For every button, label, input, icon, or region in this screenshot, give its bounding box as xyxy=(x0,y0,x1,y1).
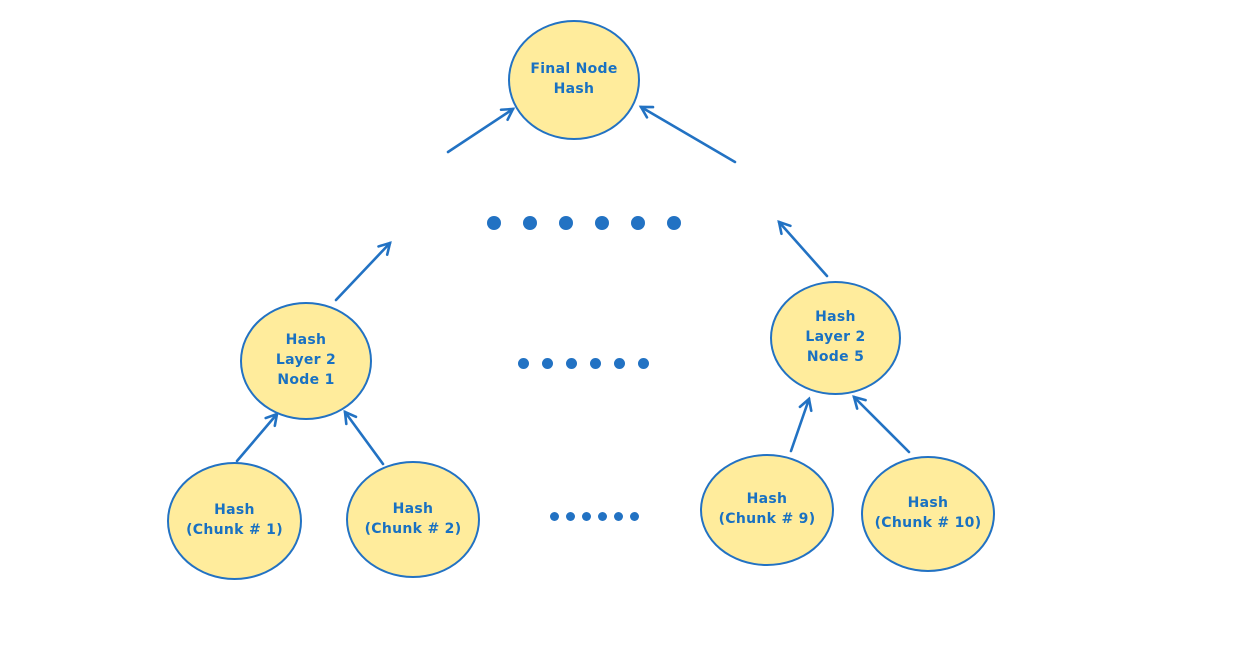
node-hash-chunk-1-label: Hash (Chunk # 1) xyxy=(186,502,283,538)
ellipsis-dot xyxy=(559,216,573,230)
ellipsis-dot xyxy=(566,512,575,521)
ellipsis-dot xyxy=(630,512,639,521)
ellipsis-dot xyxy=(638,358,649,369)
arrow-chunk10-to-layer2-node5 xyxy=(852,395,911,454)
node-final-hash-label: Final Node Hash xyxy=(530,61,618,97)
ellipsis-dot xyxy=(598,512,607,521)
arrow-chunk9-to-layer2-node5 xyxy=(789,396,813,453)
ellipsis-dot xyxy=(631,216,645,230)
node-layer2-node5-label: Hash Layer 2 Node 5 xyxy=(805,309,866,365)
ellipsis-row-bottom xyxy=(550,512,639,521)
ellipsis-dot xyxy=(542,358,553,369)
arrow-layer2-node5-up xyxy=(777,220,829,278)
arrow-right-to-final-node xyxy=(638,105,737,164)
ellipsis-dot xyxy=(590,358,601,369)
node-layer2-node1: Hash Layer 2 Node 1 xyxy=(240,302,372,420)
ellipsis-dot xyxy=(582,512,591,521)
ellipsis-dot xyxy=(595,216,609,230)
ellipsis-dot xyxy=(487,216,501,230)
ellipsis-dot xyxy=(667,216,681,230)
node-hash-chunk-1: Hash (Chunk # 1) xyxy=(167,462,302,580)
node-hash-chunk-10: Hash (Chunk # 10) xyxy=(861,456,995,572)
node-hash-chunk-2: Hash (Chunk # 2) xyxy=(346,461,480,578)
ellipsis-dot xyxy=(550,512,559,521)
ellipsis-dot xyxy=(614,358,625,369)
node-layer2-node5: Hash Layer 2 Node 5 xyxy=(770,281,901,395)
node-layer2-node1-label: Hash Layer 2 Node 1 xyxy=(275,332,337,388)
arrow-layer2-node1-up xyxy=(334,241,392,302)
node-final-hash: Final Node Hash xyxy=(508,20,640,140)
node-hash-chunk-2-label: Hash (Chunk # 2) xyxy=(364,500,462,537)
ellipsis-dot xyxy=(518,358,529,369)
ellipsis-dot xyxy=(566,358,577,369)
arrow-chunk1-to-layer2-node1 xyxy=(235,412,279,463)
node-hash-chunk-9: Hash (Chunk # 9) xyxy=(700,454,834,566)
ellipsis-dot xyxy=(523,216,537,230)
ellipsis-row-middle xyxy=(518,358,649,369)
node-hash-chunk-10-label: Hash (Chunk # 10) xyxy=(874,495,982,531)
arrow-chunk2-to-layer2-node1 xyxy=(343,409,385,466)
node-hash-chunk-9-label: Hash (Chunk # 9) xyxy=(718,491,816,527)
ellipsis-row-top xyxy=(487,216,681,230)
ellipsis-dot xyxy=(614,512,623,521)
arrow-left-to-final-node xyxy=(446,107,516,154)
